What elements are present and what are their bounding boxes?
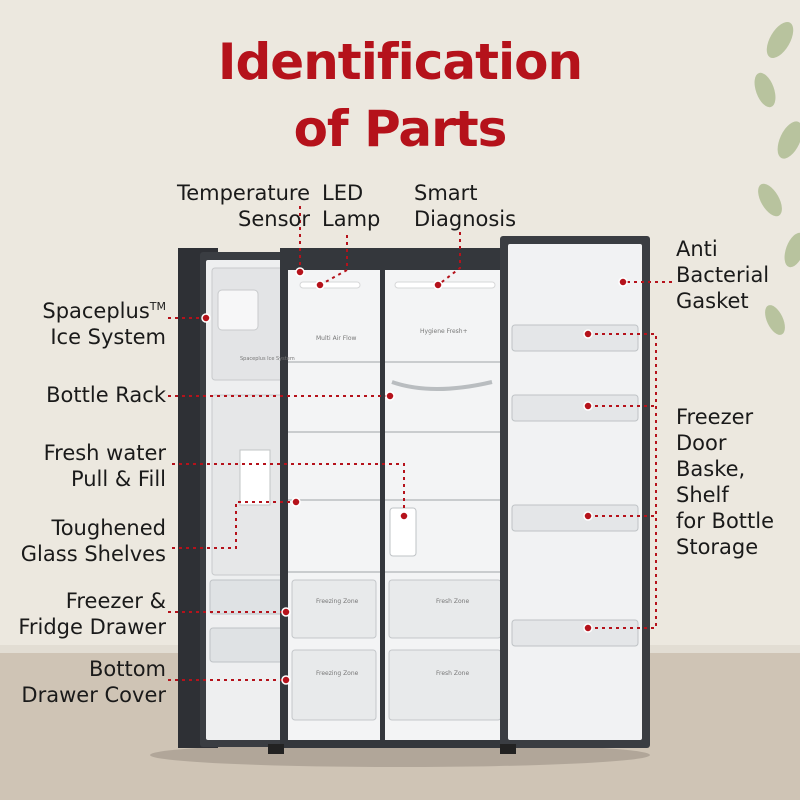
label-line: Bacterial xyxy=(676,263,770,287)
dot-temperature-sensor xyxy=(295,267,305,277)
label-line: Baske, xyxy=(676,457,746,481)
leader-smart-diagnosis xyxy=(437,232,461,286)
label-line: Glass Shelves xyxy=(20,542,166,566)
label-line: Smart xyxy=(414,181,478,205)
label-smart-diagnosis: Smart Diagnosis xyxy=(414,180,516,232)
freezer-shelves xyxy=(288,361,380,573)
label-bottle-rack: Bottle Rack xyxy=(14,382,166,408)
door-shelf-4 xyxy=(511,619,639,647)
leader-door-basket xyxy=(588,333,657,629)
foot-right xyxy=(500,744,516,754)
label-line: Shelf xyxy=(676,483,729,507)
label-fresh-water: Fresh water Pull & Fill xyxy=(14,440,166,492)
label-freezer-door-basket: Freezer Door Baske, Shelf for Bottle Sto… xyxy=(676,404,774,560)
bottle-rack-shape xyxy=(391,380,493,391)
label-temperature-sensor: Temperature Sensor xyxy=(168,180,310,232)
label-line: Fridge Drawer xyxy=(18,615,166,639)
label-line: Door xyxy=(676,431,727,455)
label-bottom-drawer-cover: Bottom Drawer Cover xyxy=(4,656,166,708)
label-line: Sensor xyxy=(238,207,310,231)
plant-leaves xyxy=(754,21,800,335)
dot-door-basket-2 xyxy=(583,401,593,411)
freezer-bottom-drawer xyxy=(291,649,377,721)
hygiene-fresh-text: Hygiene Fresh+ xyxy=(420,328,468,335)
left-door xyxy=(178,248,290,748)
freezer-drawer xyxy=(291,579,377,639)
spaceplus-badge-text: Spaceplus Ice System xyxy=(240,356,295,362)
dot-led-lamp xyxy=(315,280,325,290)
label-line: Fresh water xyxy=(43,441,166,465)
dot-fresh-water xyxy=(399,511,409,521)
leader-led-lamp xyxy=(319,235,348,286)
label-line: Pull & Fill xyxy=(70,467,166,491)
label-line: Freezer & xyxy=(65,589,166,613)
label-line: Freezer xyxy=(676,405,754,429)
trademark-mark: TM xyxy=(149,300,166,313)
dot-gasket xyxy=(618,277,628,287)
multi-air-flow-text: Multi Air Flow xyxy=(316,335,357,342)
label-line: Temperature xyxy=(176,181,310,205)
door-shelf-1 xyxy=(511,324,639,352)
title-line-1: Identification xyxy=(217,33,583,91)
led-lamp-strip xyxy=(299,281,361,289)
label-line: Gasket xyxy=(676,289,749,313)
label-line: Storage xyxy=(676,535,759,559)
fresh-zone-text-2: Fresh Zone xyxy=(436,670,469,677)
label-line: Diagnosis xyxy=(414,207,517,231)
label-line: Lamp xyxy=(322,207,381,231)
label-spaceplus-ice-system: SpaceplusTM Ice System xyxy=(14,294,166,350)
leader-fresh-water xyxy=(172,463,405,514)
label-line: Ice System xyxy=(50,325,166,349)
label-line: Bottle Rack xyxy=(46,383,166,407)
door-shelf-3 xyxy=(511,504,639,532)
dot-glass-shelves xyxy=(291,497,301,507)
dot-ice-system xyxy=(201,313,211,323)
label-line: LED xyxy=(322,181,364,205)
dot-door-basket-1 xyxy=(583,329,593,339)
dot-door-basket-3 xyxy=(583,511,593,521)
dot-door-basket-4 xyxy=(583,623,593,633)
fresh-zone-text-1: Fresh Zone xyxy=(436,598,469,605)
label-line: for Bottle xyxy=(676,509,775,533)
label-line: Bottom xyxy=(88,657,166,681)
dot-smart-diagnosis xyxy=(433,280,443,290)
dot-drawer xyxy=(281,607,291,617)
label-line: Drawer Cover xyxy=(21,683,166,707)
door-shelf-2 xyxy=(511,394,639,422)
label-line: Anti xyxy=(676,237,718,261)
label-anti-bacterial-gasket: Anti Bacterial Gasket xyxy=(676,236,769,314)
freezing-zone-text-1: Freezing Zone xyxy=(316,598,359,605)
title-line-2: of Parts xyxy=(293,100,508,158)
leader-glass-shelves xyxy=(172,501,296,549)
label-line: SpaceplusTM xyxy=(42,299,166,323)
dot-bottle-rack xyxy=(385,391,395,401)
label-freezer-fridge-drawer: Freezer & Fridge Drawer xyxy=(4,588,166,640)
label-line: Toughened xyxy=(51,516,166,540)
freezing-zone-text-2: Freezing Zone xyxy=(316,670,359,677)
label-toughened-glass: Toughened Glass Shelves xyxy=(4,515,166,567)
label-led-lamp: LED Lamp xyxy=(322,180,380,232)
foot-left xyxy=(268,744,284,754)
dot-bottom-cover xyxy=(281,675,291,685)
right-door xyxy=(500,236,650,748)
